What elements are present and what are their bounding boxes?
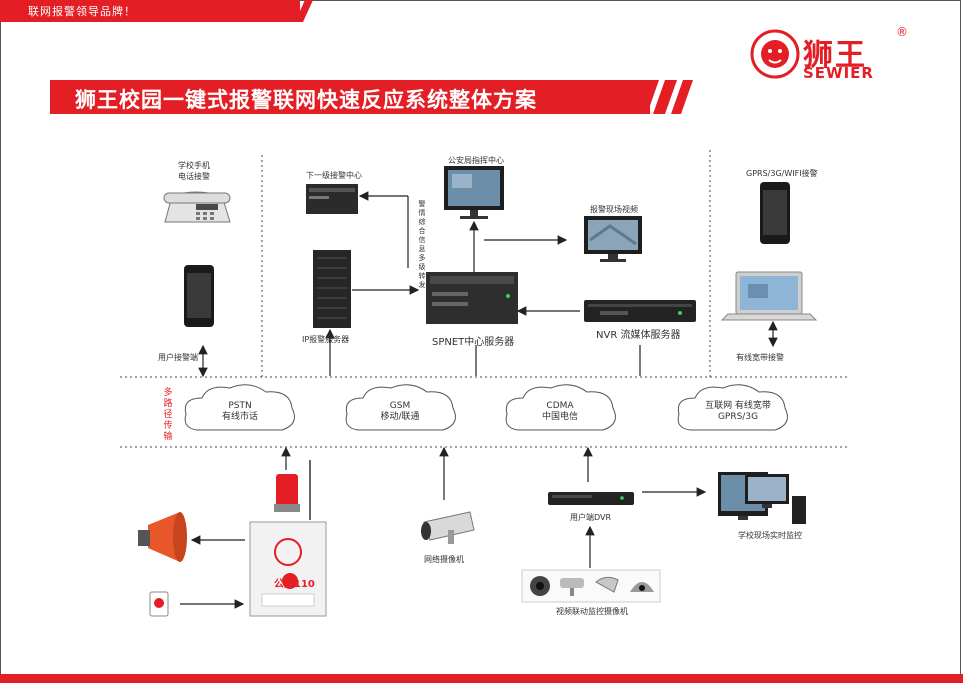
lion-logo-icon — [750, 29, 800, 79]
arrows — [180, 191, 778, 609]
brand-name-en: SEWIER — [803, 64, 874, 82]
cloud-gsm — [345, 384, 456, 431]
header-tagline: 联网报警领导品牌！ — [28, 5, 136, 18]
user-dvr-icon — [548, 492, 634, 505]
banner-stripes — [645, 80, 693, 114]
laptop-icon — [720, 271, 818, 321]
linked-cameras-group — [521, 569, 661, 603]
smartphone-left-icon — [184, 265, 214, 327]
label-phone-call: 学校手机电话接警 — [178, 161, 210, 181]
label-network-camera: 网络摄像机 — [424, 555, 464, 564]
label-user-receiver: 用户接警端 — [158, 353, 198, 362]
footer-bar — [0, 674, 963, 683]
spnet-server-icon — [426, 272, 518, 324]
cloud-internet — [677, 384, 788, 431]
dome-camera-icon — [630, 582, 654, 592]
scene-video-monitor-icon — [584, 216, 642, 262]
panic-button-icon — [149, 591, 169, 617]
speed-dome-camera-icon — [530, 576, 550, 596]
siren-light-icon — [274, 460, 311, 520]
header-stripes — [255, 0, 313, 22]
alarm-panel-icon — [249, 521, 327, 617]
bullet-camera-small-icon — [560, 578, 584, 596]
nvr-device-icon — [584, 300, 696, 322]
label-spnet-server: SPNET中心服务器 — [432, 337, 515, 348]
school-monitor-pc-icon — [718, 472, 806, 524]
cloud-pstn — [184, 384, 295, 431]
registered-mark: ® — [896, 25, 908, 39]
cloud-cdma — [505, 384, 616, 431]
header-bar — [0, 0, 300, 22]
rack-server-lower-center-icon — [306, 184, 358, 214]
horn-speaker-icon — [138, 512, 187, 562]
title-banner — [50, 80, 650, 114]
page-title: 狮王校园一键式报警联网快速反应系统整体方案 — [75, 88, 537, 112]
bullet-camera-icon — [421, 511, 475, 544]
brand-name-cn: 狮王 — [803, 38, 867, 73]
label-school-monitor: 学校现场实时监控 — [738, 531, 802, 540]
desk-phone-icon — [163, 191, 231, 223]
label-alarm-scene-video: 报警现场视频 — [590, 205, 638, 214]
separator-lines — [120, 150, 850, 448]
command-center-monitor-icon — [444, 166, 504, 219]
label-police-command: 公安局指挥中心 — [448, 156, 504, 165]
label-mobile-access: GPRS/3G/WIFI接警 — [746, 169, 818, 178]
box-camera-small-icon — [595, 576, 619, 593]
clouds — [184, 384, 788, 431]
label-ip-server: IP报警服务器 — [302, 335, 350, 344]
tower-server-icon — [313, 250, 351, 328]
label-forward-note: 警情综合信息多级转发 — [418, 200, 426, 289]
label-multi-path: 多路径传输 — [163, 388, 173, 442]
label-nvr-server: NVR 流媒体服务器 — [596, 330, 681, 341]
label-linked-cameras: 视频联动监控摄像机 — [556, 607, 628, 616]
label-wired-access: 有线宽带接警 — [736, 353, 784, 362]
label-panel: 公安110 — [274, 579, 315, 590]
label-lower-center: 下一级接警中心 — [306, 171, 362, 180]
smartphone-right-icon — [760, 182, 790, 244]
label-user-dvr: 用户端DVR — [570, 513, 612, 522]
